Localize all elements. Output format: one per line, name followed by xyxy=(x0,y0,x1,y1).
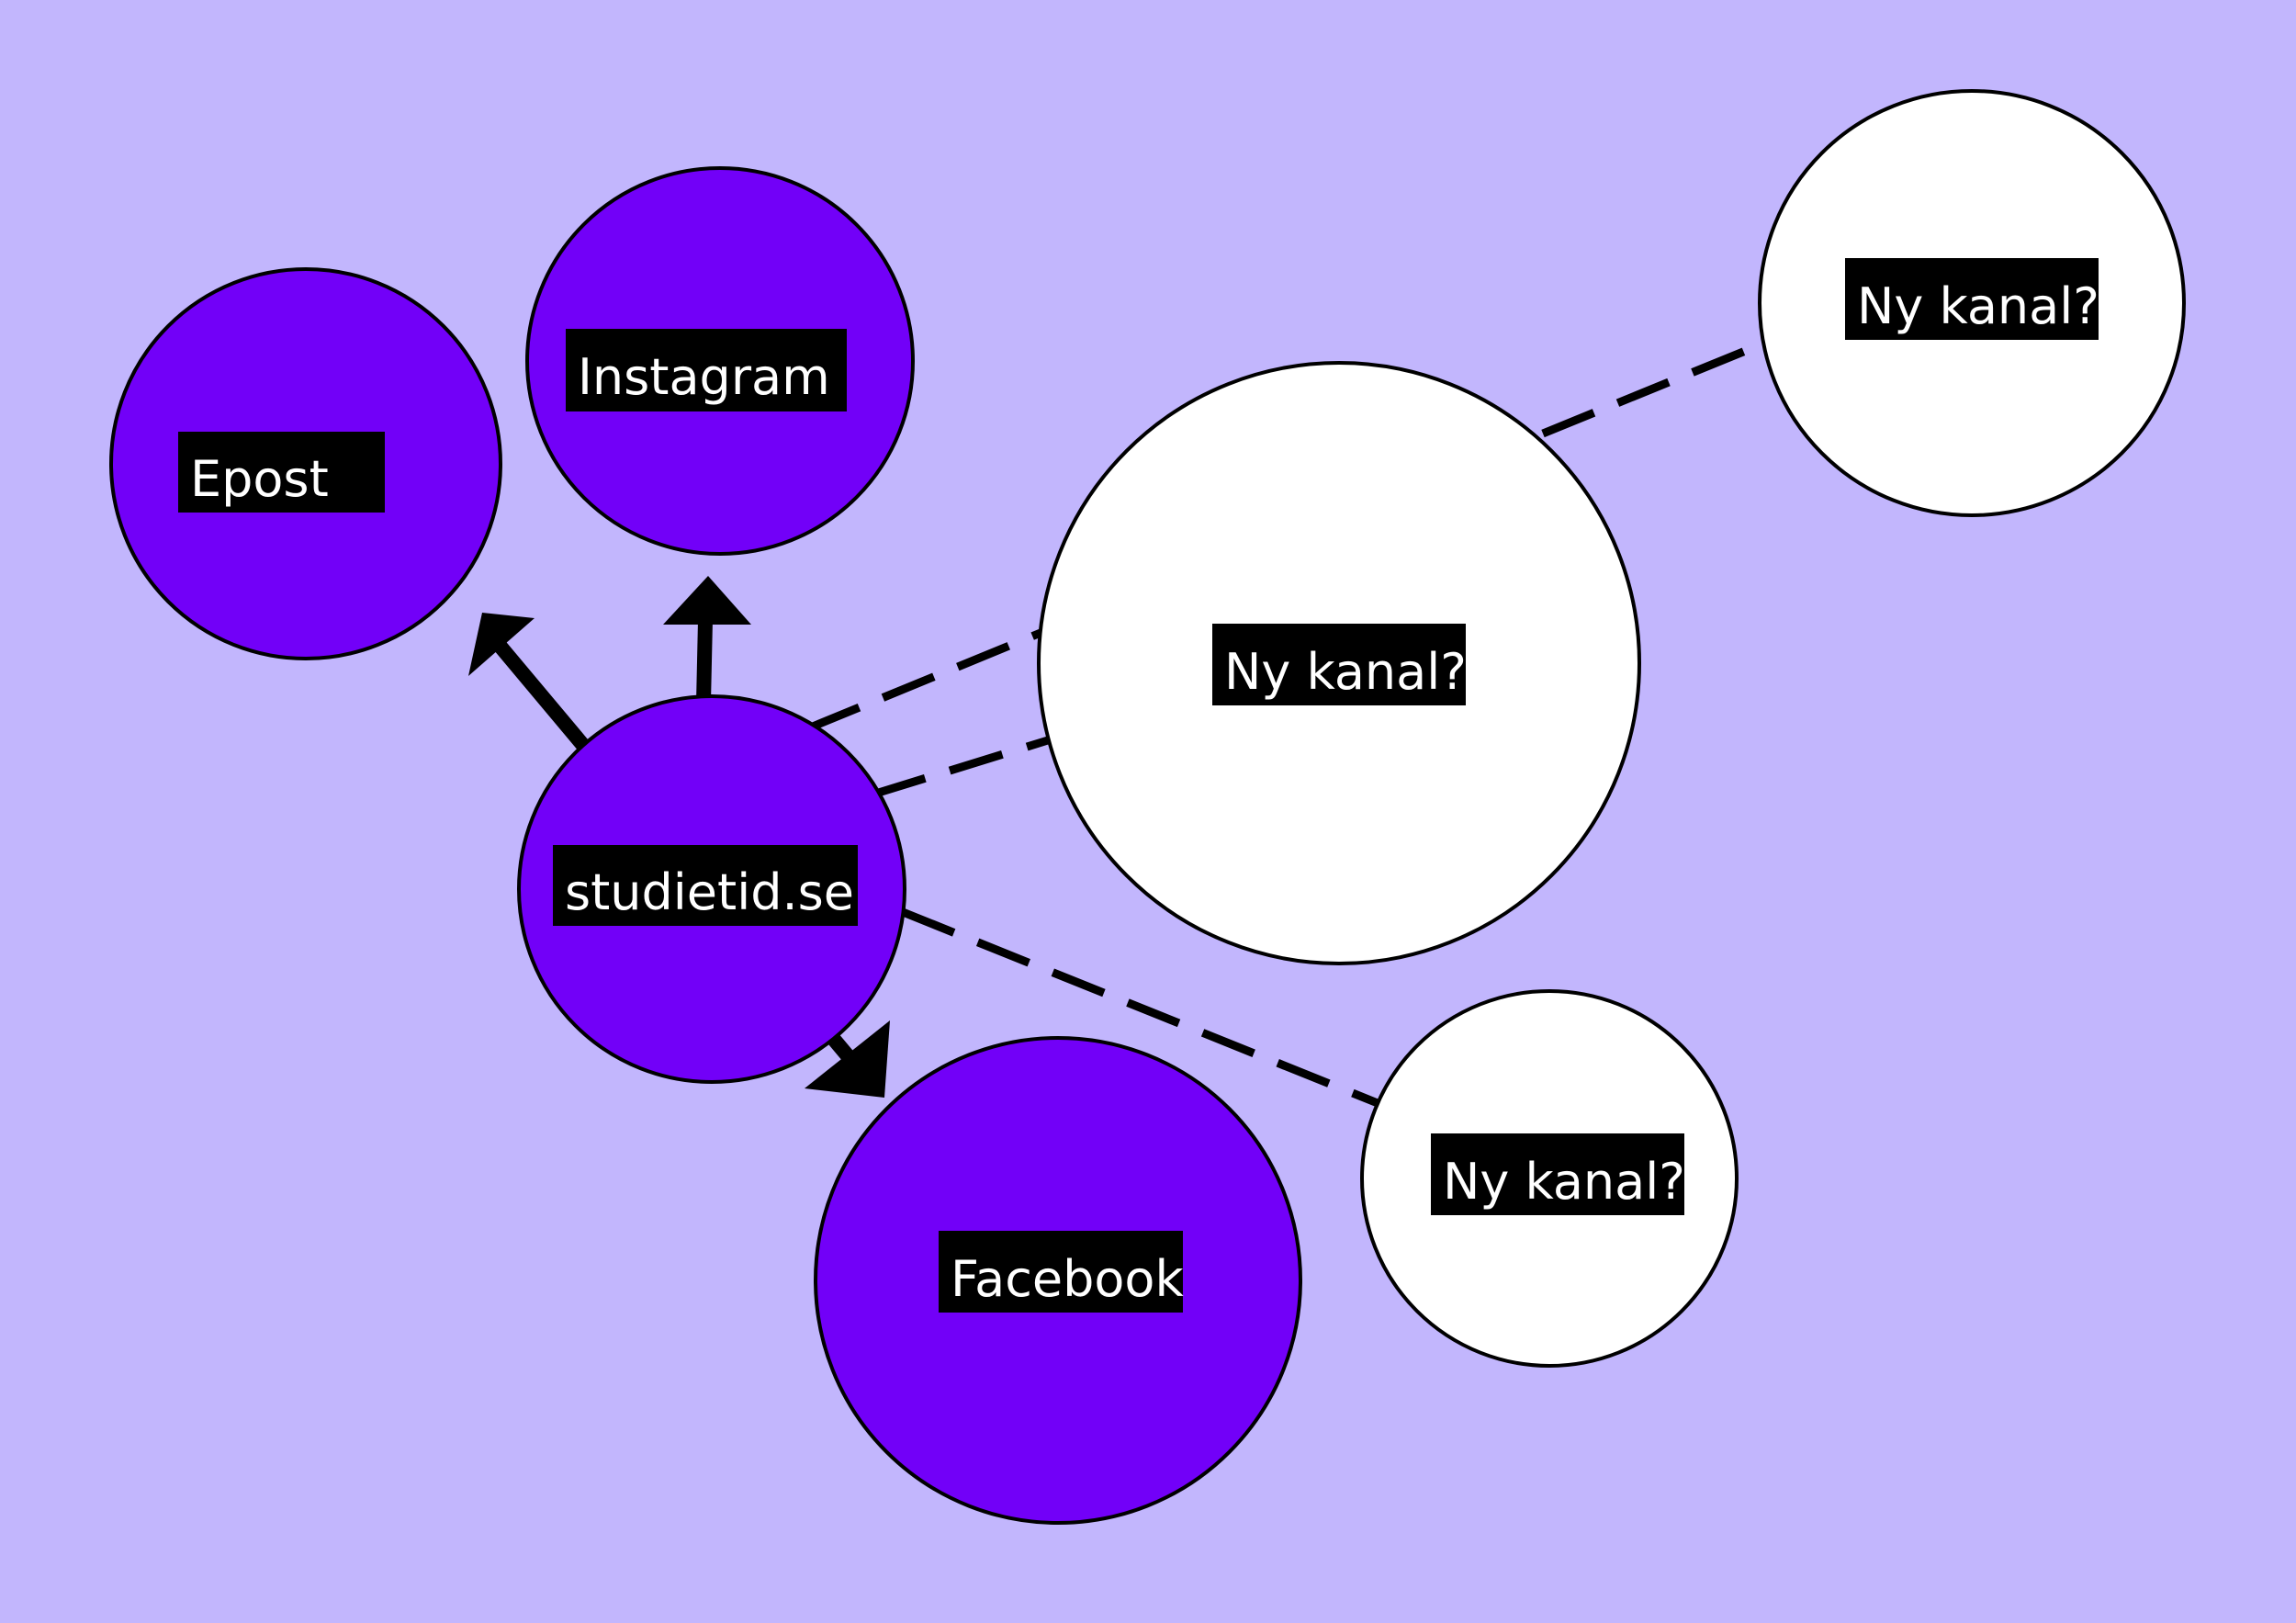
label-candidate-large: Ny kanal? xyxy=(1212,624,1467,705)
label-candidate-top: Ny kanal? xyxy=(1845,258,2099,340)
dashed-connector-hub-to-candidate-bottom xyxy=(901,907,1379,1108)
label-candidate-bottom: Ny kanal? xyxy=(1431,1133,1685,1215)
arrow-hub-to-instagram xyxy=(663,576,751,704)
svg-text:Instagram: Instagram xyxy=(578,348,830,406)
label-epost: Epost xyxy=(178,432,385,513)
svg-text:Facebook: Facebook xyxy=(951,1250,1184,1308)
label-instagram: Instagram xyxy=(566,329,847,411)
svg-text:Ny kanal?: Ny kanal? xyxy=(1224,643,1467,701)
dashed-connector-candidate-large-to-candidate-top xyxy=(1541,339,1765,438)
label-hub-studietid: studietid.se xyxy=(553,845,858,926)
svg-text:Ny kanal?: Ny kanal? xyxy=(1857,277,2099,335)
label-facebook: Facebook xyxy=(939,1231,1184,1313)
dashed-connector-hub-to-candidate-large xyxy=(806,628,1042,733)
arrow-hub-to-facebook xyxy=(805,1020,890,1098)
arrow-hub-to-epost xyxy=(468,613,592,754)
dashed-connector-hub-to-candidate-large-lower xyxy=(871,736,1050,799)
svg-text:studietid.se: studietid.se xyxy=(565,863,854,921)
svg-text:Epost: Epost xyxy=(190,450,329,508)
svg-text:Ny kanal?: Ny kanal? xyxy=(1443,1153,1685,1211)
